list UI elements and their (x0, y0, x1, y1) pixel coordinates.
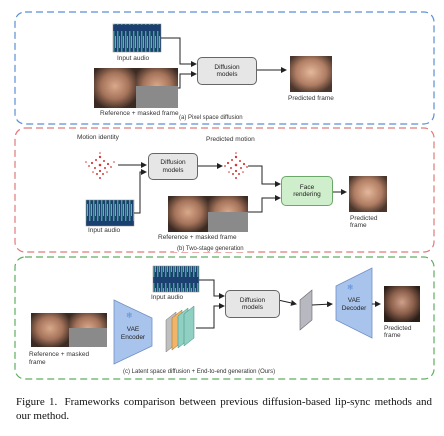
reference-masked-a (94, 68, 178, 108)
diffusion-models-box-b: Diffusion models (148, 153, 198, 180)
vae-decoder-label: VAE Decoder (341, 297, 367, 312)
diffusion-models-box-c: Diffusion models (225, 290, 280, 318)
input-audio-label-b: Input audio (88, 227, 121, 234)
predicted-frame-a (290, 56, 332, 92)
vae-encoder-shape (113, 299, 153, 365)
face-rendering-box: Face rendering (281, 176, 333, 206)
motion-identity-label: Motion identity (77, 134, 119, 141)
reference-masked-label-a: Reference + masked frame (100, 110, 179, 117)
panel-a-caption: (a) Pixel space diffusion (176, 115, 246, 121)
reference-masked-label-b: Reference + masked frame (158, 234, 237, 241)
frozen-icon-encoder: ❄ (126, 311, 133, 320)
predicted-frame-label-b: Predicted frame (350, 215, 378, 230)
latent-output (299, 289, 313, 331)
panel-c-caption: (c) Latent space diffusion + End-to-end … (120, 369, 279, 375)
reference-masked-b (168, 196, 248, 232)
predicted-frame-b (349, 176, 387, 212)
predicted-frame-c (384, 286, 420, 322)
panel-b-caption: (b) Two-stage generation (174, 246, 247, 252)
predicted-frame-label-a: Predicted frame (288, 95, 334, 102)
figure-label: Figure 1. (16, 396, 58, 408)
reference-masked-label-c: Reference + masked frame (29, 351, 90, 366)
motion-identity-dots (85, 152, 115, 179)
diffusion-models-box-a: Diffusion models (197, 57, 257, 85)
latent-blocks (165, 305, 195, 353)
predicted-motion-label: Predicted motion (206, 136, 255, 143)
audio-spectrogram-c (152, 265, 200, 293)
predicted-motion-dots (224, 152, 248, 179)
caption-text: Frameworks comparison between previous d… (16, 396, 432, 422)
figure-caption: Figure 1. Frameworks comparison between … (16, 395, 432, 423)
figure-graphics: ❄ ❄ (14, 11, 435, 380)
frozen-icon-decoder: ❄ (347, 283, 354, 292)
input-audio-label-c: Input audio (151, 294, 184, 301)
predicted-frame-label-c: Predicted frame (384, 325, 412, 340)
input-audio-label-a: Input audio (117, 55, 150, 62)
panel-c-border (14, 256, 435, 380)
figure: ❄ ❄ Input audio Diffusion models Predict… (14, 11, 435, 380)
vae-encoder-label: VAE Encoder (120, 326, 146, 341)
audio-spectrogram-a (112, 23, 162, 53)
panel-a-border (14, 11, 435, 125)
reference-masked-c (31, 313, 107, 347)
audio-spectrogram-b (85, 199, 135, 227)
panel-b-border (14, 127, 435, 253)
vae-decoder-shape (335, 267, 373, 339)
